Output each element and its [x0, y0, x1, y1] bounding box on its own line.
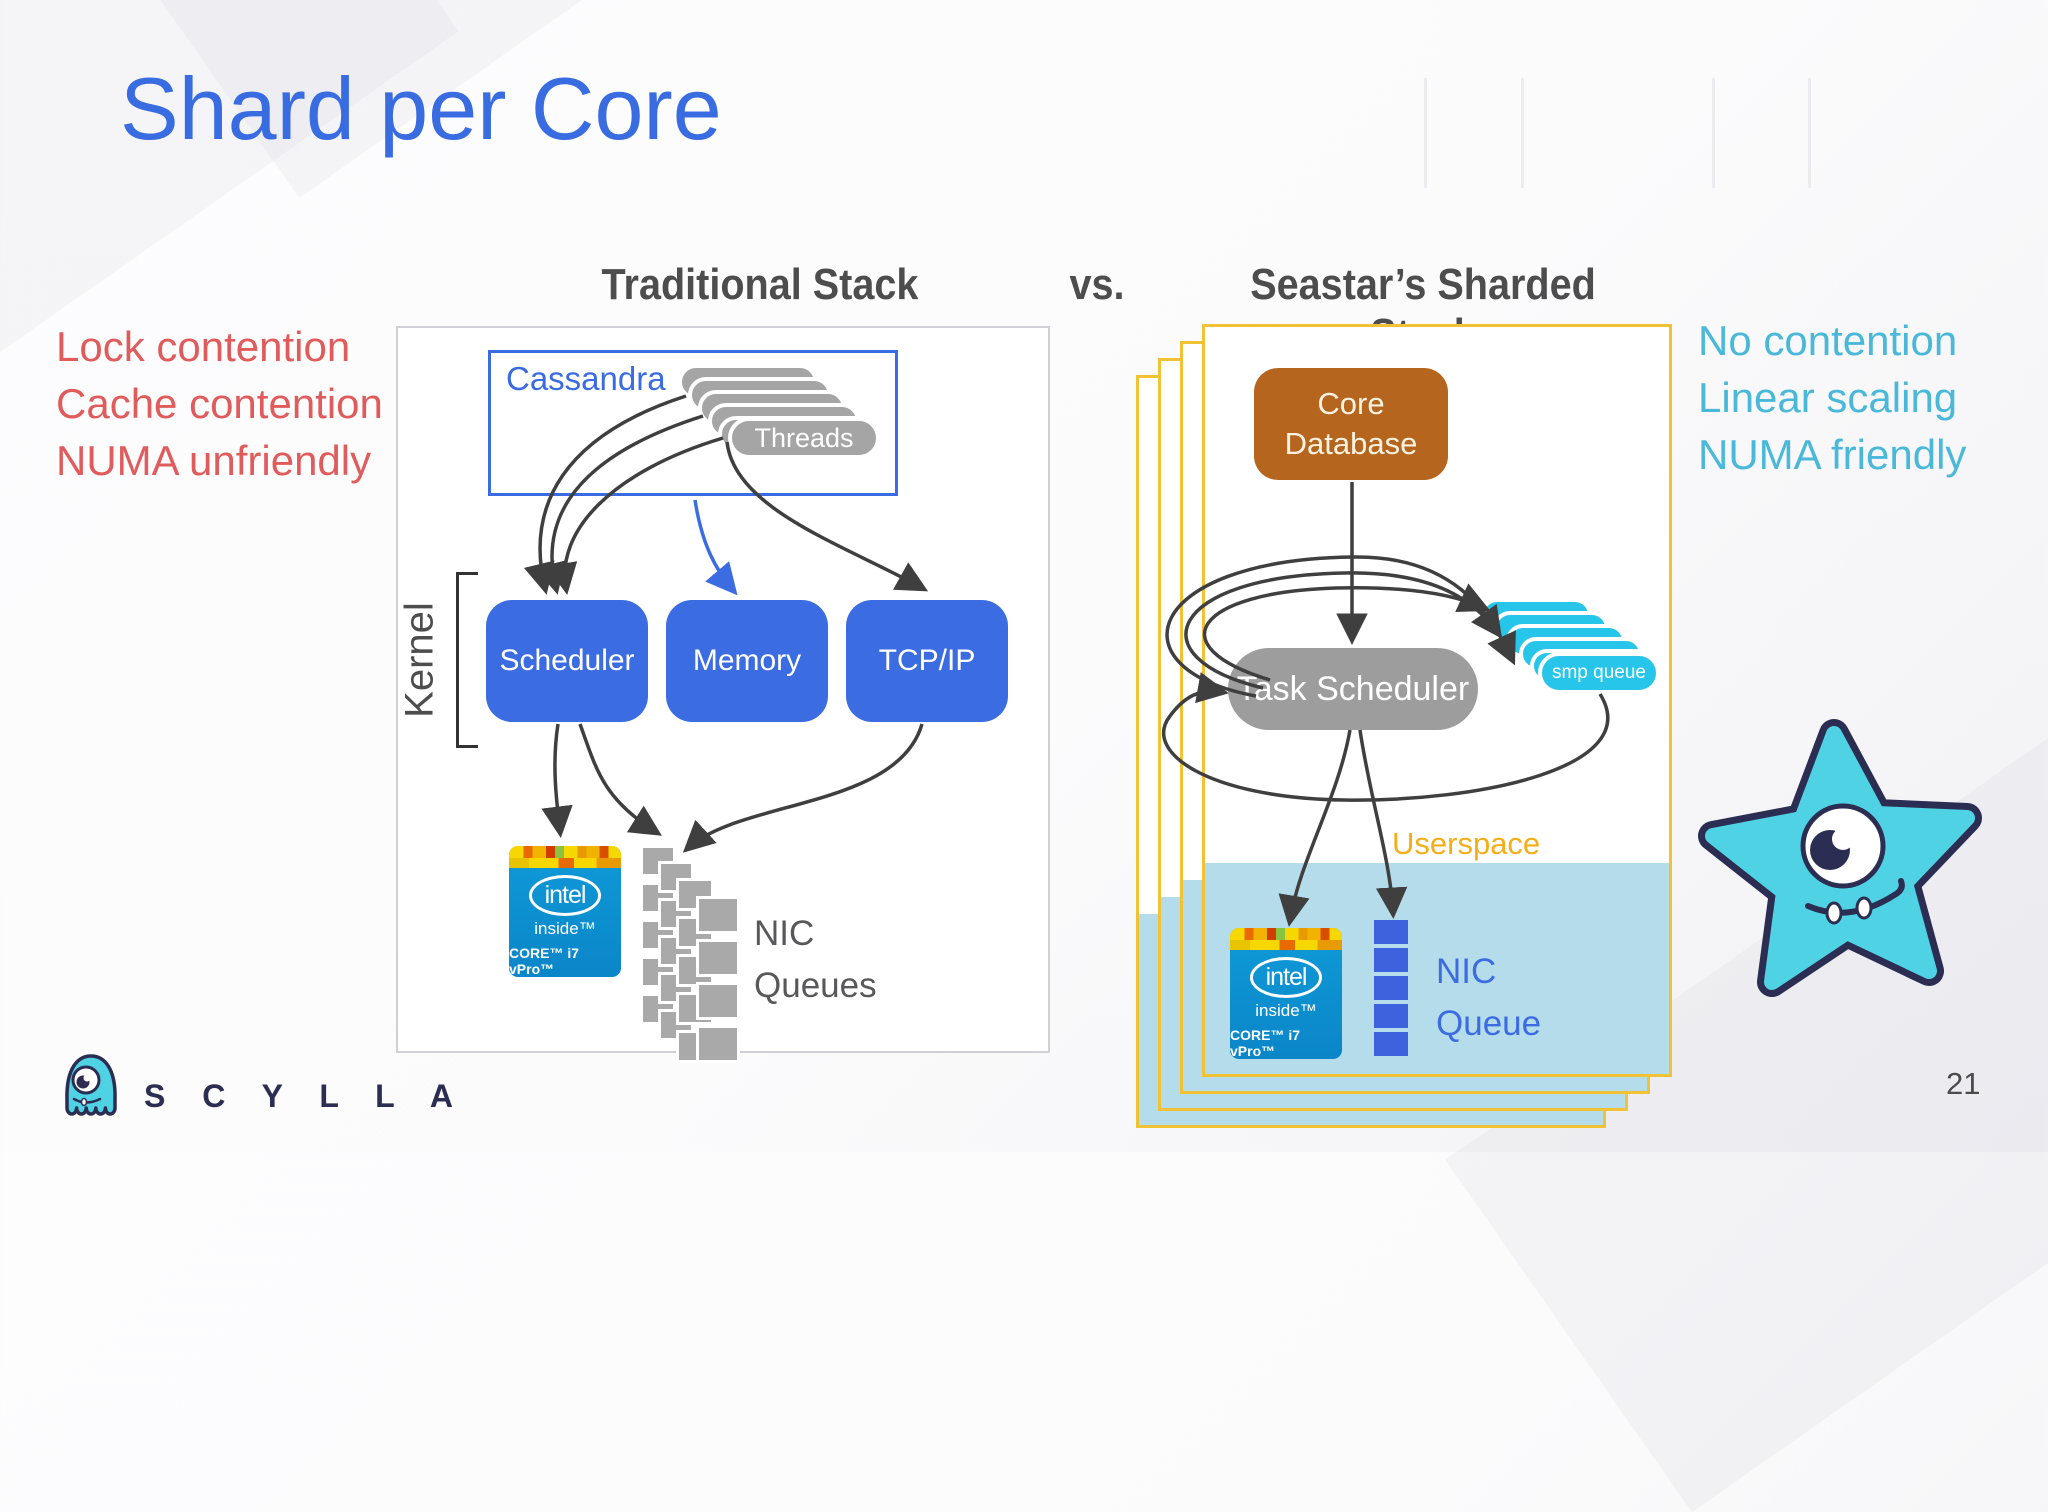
threads-pill: Threads	[728, 417, 880, 459]
nic-queue-cell	[696, 896, 740, 934]
intel-inside-label: inside™	[1255, 1001, 1317, 1020]
benefit-item: No contention	[1698, 317, 1958, 364]
monster-mouth	[72, 1097, 102, 1104]
nic-queue-cell	[1374, 1032, 1408, 1056]
monster-body	[65, 1054, 117, 1116]
cpu-die-art	[1230, 928, 1342, 951]
slide-shard-per-core: { "slide": { "title": "Shard per Core", …	[0, 0, 2048, 1152]
task-scheduler-box: Task Scheduler	[1228, 648, 1478, 730]
background-stripe	[0, 0, 459, 353]
core-database-box: Core Database	[1254, 368, 1448, 480]
nic-queue-column	[696, 896, 740, 1063]
intel-inside-label: inside™	[534, 919, 596, 938]
scylla-logo-text: S C Y L L A	[144, 1078, 467, 1114]
starfish-mascot	[1698, 719, 1982, 997]
scylla-logo-monster	[65, 1054, 117, 1116]
nic-queue-cell	[1374, 1004, 1408, 1028]
nic-queue-cell	[1374, 920, 1408, 944]
heading-traditional-stack: Traditional Stack	[601, 260, 919, 309]
drawback-item: NUMA unfriendly	[56, 437, 372, 484]
smp-queue-front-pill: smp queue	[1538, 652, 1660, 694]
page-title: Shard per Core	[120, 59, 722, 158]
nic-queue-label: NIC Queue	[1436, 952, 1542, 1043]
heading-vs: vs.	[1069, 260, 1125, 309]
divider-line	[1712, 78, 1715, 188]
userspace-label: Userspace	[1392, 826, 1541, 861]
kernel-box-scheduler: Scheduler	[486, 600, 648, 722]
kernel-box-memory: Memory	[666, 600, 828, 722]
nic-queue-cell	[696, 982, 740, 1020]
starfish-mouth	[1805, 878, 1905, 916]
page-number: 21	[1946, 1066, 1981, 1101]
nic-queue-cell	[1374, 976, 1408, 1000]
starfish-eye	[1800, 803, 1886, 889]
starfish-tooth	[1825, 901, 1843, 925]
divider-line	[1808, 78, 1811, 188]
kernel-label: Kernel	[397, 602, 442, 718]
cassandra-label: Cassandra	[506, 360, 666, 397]
divider-line	[1521, 78, 1524, 188]
divider-line	[1424, 78, 1427, 188]
intel-cpu-badge: intel inside™ CORE™ i7 vPro™	[1230, 928, 1342, 1059]
drawback-item: Cache contention	[56, 380, 383, 427]
nic-queue-cell	[696, 939, 740, 977]
intel-core-label: CORE™ i7 vPro™	[509, 945, 580, 977]
starfish-tooth	[1855, 896, 1873, 920]
nic-queues-label: NIC Queues	[754, 914, 877, 1005]
drawback-item: Lock contention	[56, 323, 351, 370]
nic-queue-cell	[696, 1025, 740, 1063]
intel-logo: intel	[529, 875, 601, 916]
cpu-die-art	[509, 846, 621, 869]
drawbacks-list: Lock contention Cache contention NUMA un…	[56, 318, 383, 489]
nic-queue-column	[1374, 920, 1408, 1056]
intel-cpu-badge: intel inside™ CORE™ i7 vPro™	[509, 846, 621, 977]
intel-logo: intel	[1250, 957, 1322, 998]
intel-core-label: CORE™ i7 vPro™	[1230, 1027, 1301, 1059]
benefit-item: NUMA friendly	[1698, 431, 1967, 478]
starfish-body	[1705, 726, 1975, 990]
benefit-item: Linear scaling	[1698, 374, 1958, 421]
kernel-box-tcpip: TCP/IP	[846, 600, 1008, 722]
starfish-outline	[1698, 719, 1982, 997]
benefits-list: No contention Linear scaling NUMA friend…	[1698, 312, 1966, 483]
kernel-bracket	[456, 572, 478, 748]
monster-eye	[71, 1065, 101, 1095]
nic-queue-cell	[1374, 948, 1408, 972]
